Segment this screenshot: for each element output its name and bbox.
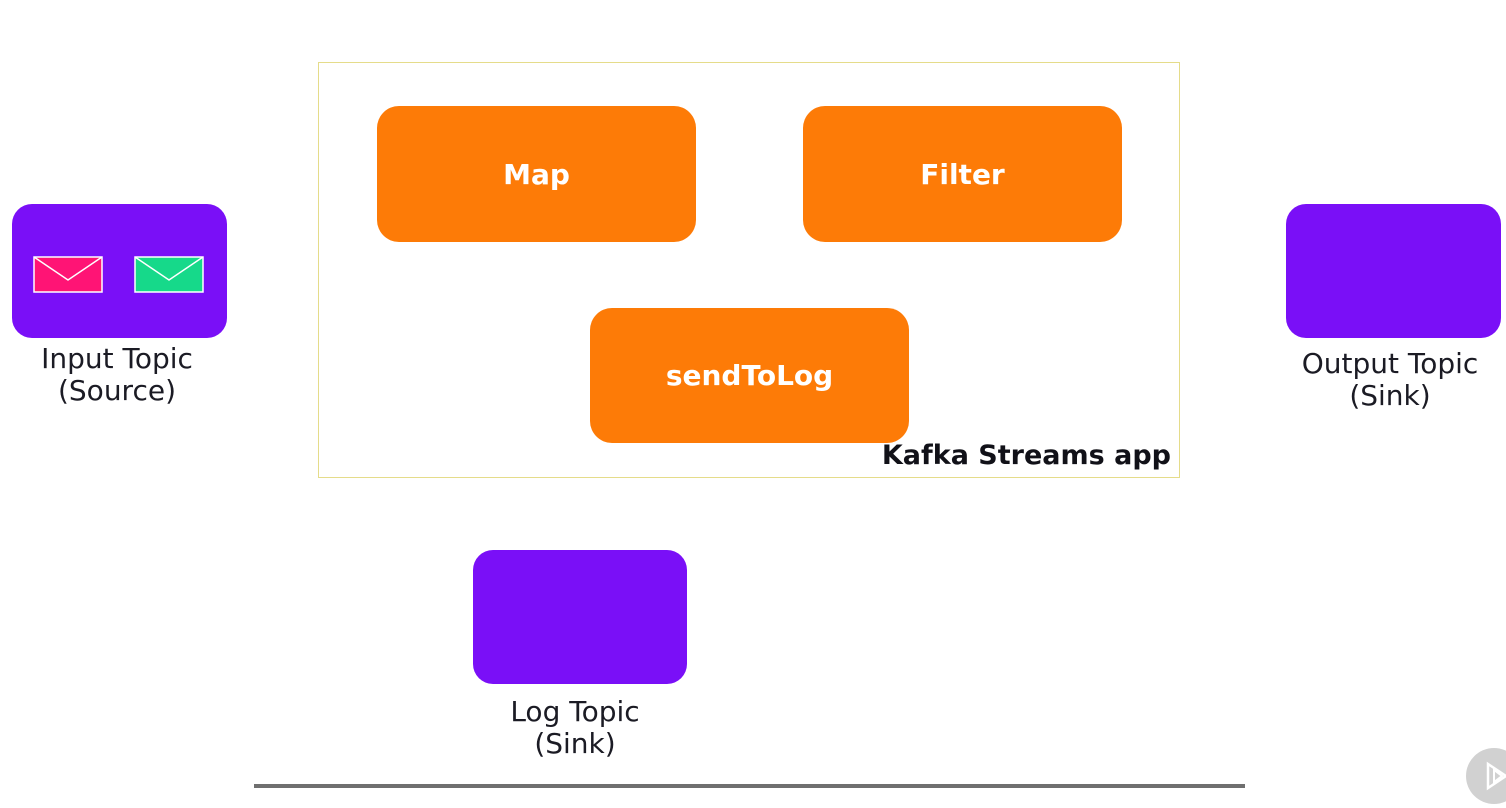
log-topic-label-line2: (Sink) [534, 727, 616, 760]
progress-bar[interactable] [254, 784, 1245, 788]
input-topic [12, 204, 227, 338]
log-topic [473, 550, 687, 684]
kafka-streams-app: Map Filter sendToLog Kafka Streams app [318, 62, 1180, 478]
output-topic-label-line1: Output Topic [1301, 347, 1479, 380]
play-logo-icon [1466, 748, 1506, 804]
play-triangle-icon [1486, 761, 1506, 791]
output-topic-label: Output Topic (Sink) [1280, 348, 1500, 412]
input-topic-label: Input Topic (Source) [12, 343, 222, 407]
log-topic-label-line1: Log Topic [510, 695, 640, 728]
log-topic-label: Log Topic (Sink) [470, 696, 680, 760]
app-title: Kafka Streams app [881, 440, 1171, 471]
send-to-log-processor: sendToLog [590, 308, 909, 443]
input-topic-label-line2: (Source) [57, 374, 176, 407]
output-topic-label-line2: (Sink) [1349, 379, 1431, 412]
filter-processor: Filter [803, 106, 1122, 242]
envelope-icon [33, 256, 103, 293]
map-processor: Map [377, 106, 696, 242]
output-topic [1286, 204, 1501, 338]
envelope-icon [134, 256, 204, 293]
input-topic-label-line1: Input Topic [41, 342, 193, 375]
